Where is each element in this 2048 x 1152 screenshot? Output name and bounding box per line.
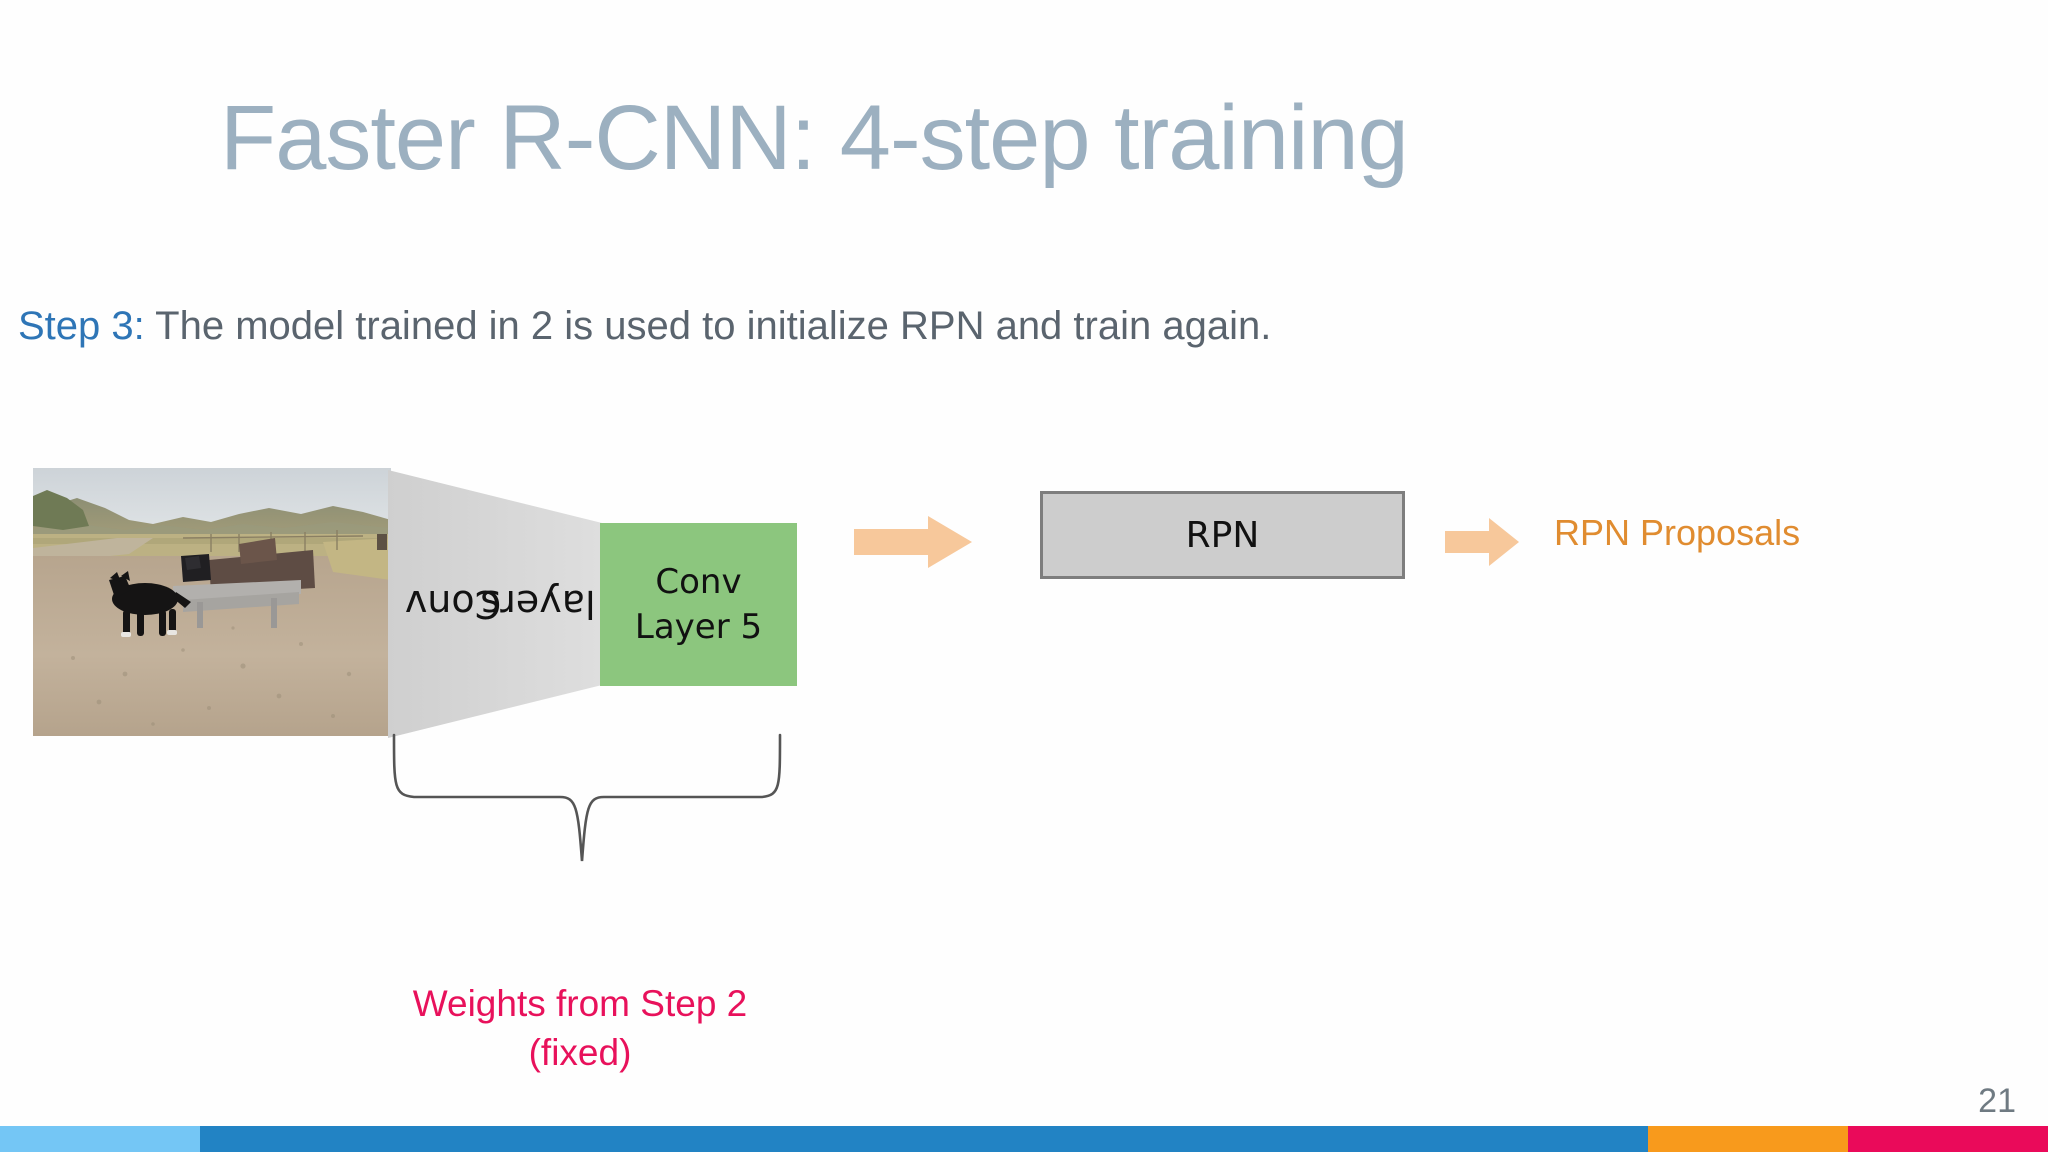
bottom-bar-segment-orange xyxy=(1648,1126,1848,1152)
weights-caption-line1: Weights from Step 2 xyxy=(412,983,748,1024)
step-body-text: The model trained in 2 is used to initia… xyxy=(144,304,1272,348)
page-title: Faster R-CNN: 4-step training xyxy=(220,87,1409,189)
page-number: 21 xyxy=(1978,1082,2016,1120)
weights-brace xyxy=(380,733,800,933)
weights-caption: Weights from Step 2 (fixed) xyxy=(300,980,860,1078)
conv-layer5-label-line1: Conv xyxy=(655,561,742,602)
rpn-box: RPN xyxy=(1040,491,1405,579)
bottom-bar-segment-blue xyxy=(200,1126,1648,1152)
weights-caption-line2: (fixed) xyxy=(528,1031,632,1073)
conv-layers-block xyxy=(386,462,606,746)
bottom-color-bar xyxy=(0,1126,2048,1152)
conv-layer5-label-line2: Layer 5 xyxy=(634,606,763,647)
conv-layer5-box: Conv Layer 5 xyxy=(600,523,797,686)
step-description: Step 3: The model trained in 2 is used t… xyxy=(18,306,1271,346)
bottom-bar-segment-crimson xyxy=(1848,1126,2048,1152)
arrow-right-icon-conv-to-rpn xyxy=(854,516,972,568)
input-image xyxy=(33,468,391,736)
rpn-proposals-label: RPN Proposals xyxy=(1554,512,1801,553)
bottom-bar-segment-light-blue xyxy=(0,1126,200,1152)
step-label: Step 3: xyxy=(18,304,145,348)
arrow-right-icon-rpn-to-proposals xyxy=(1445,518,1519,566)
rpn-box-label: RPN xyxy=(1185,514,1260,556)
